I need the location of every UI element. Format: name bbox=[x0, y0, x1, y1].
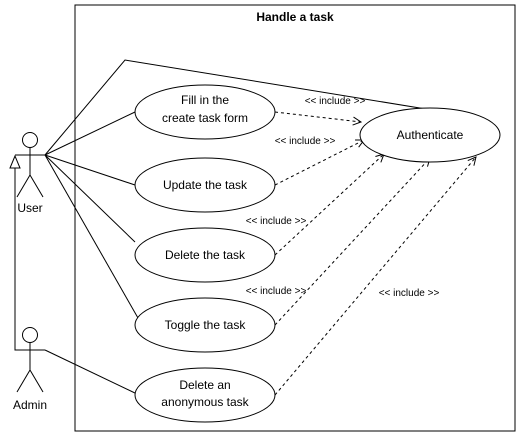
actor-admin-label: Admin bbox=[13, 398, 47, 412]
use-case-authenticate[interactable]: Authenticate bbox=[359, 107, 501, 163]
association-user-update bbox=[44, 154, 136, 186]
use-case-fill-line-2: create task form bbox=[162, 111, 248, 125]
include-dependencies bbox=[274, 111, 476, 396]
actor-user[interactable] bbox=[15, 132, 45, 198]
include-label-delete-anon: << include >> bbox=[379, 288, 440, 299]
include-label-update: << include >> bbox=[275, 136, 336, 147]
use-case-delete-anon-line-1: Delete an bbox=[179, 378, 230, 392]
actor-admin[interactable] bbox=[15, 327, 45, 393]
association-lines bbox=[44, 59, 433, 395]
include-line-fill bbox=[274, 111, 361, 122]
include-labels: << include >> << include >> << include >… bbox=[246, 96, 440, 299]
use-case-fill[interactable]: Fill in the create task form bbox=[134, 84, 276, 140]
include-line-update bbox=[274, 140, 364, 186]
include-label-delete: << include >> bbox=[246, 216, 307, 227]
include-label-toggle: << include >> bbox=[246, 286, 307, 297]
use-case-delete-label: Delete the task bbox=[165, 248, 246, 262]
use-case-delete-anon-line-2: anonymous task bbox=[161, 395, 249, 409]
use-case-update[interactable]: Update the task bbox=[134, 157, 276, 213]
include-line-delete-anon bbox=[274, 157, 476, 396]
association-user-toggle bbox=[44, 154, 139, 319]
use-case-toggle-label: Toggle the task bbox=[165, 318, 247, 332]
association-user-auth bbox=[44, 59, 433, 156]
use-case-authenticate-label: Authenticate bbox=[397, 128, 464, 142]
use-case-fill-line-1: Fill in the bbox=[181, 93, 229, 107]
association-user-delete bbox=[44, 154, 136, 243]
include-line-toggle bbox=[274, 158, 430, 326]
association-admin-delete-anon bbox=[44, 349, 138, 395]
boundary-title: Handle a task bbox=[256, 10, 334, 24]
include-line-delete bbox=[274, 154, 384, 256]
use-case-delete-anonymous[interactable]: Delete an anonymous task bbox=[134, 367, 276, 423]
system-boundary bbox=[74, 4, 516, 432]
use-case-delete[interactable]: Delete the task bbox=[134, 227, 276, 283]
association-user-fill bbox=[44, 111, 136, 156]
use-case-update-label: Update the task bbox=[163, 178, 248, 192]
actor-user-head-icon bbox=[22, 132, 38, 148]
actor-user-label: User bbox=[17, 201, 42, 215]
include-label-fill: << include >> bbox=[305, 96, 366, 107]
use-case-toggle[interactable]: Toggle the task bbox=[134, 297, 276, 353]
actor-admin-head-icon bbox=[22, 327, 38, 343]
